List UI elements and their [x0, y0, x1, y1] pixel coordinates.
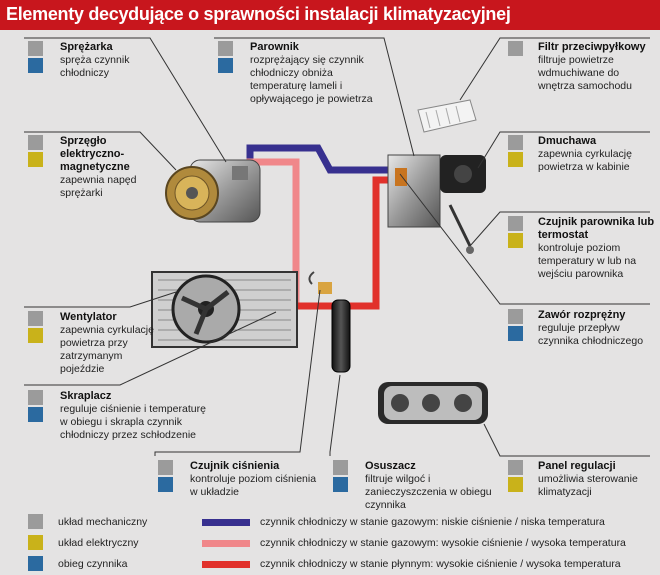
leader-zawor	[399, 173, 650, 305]
legend-gas-high: czynnik chłodniczy w stanie gazowym: wys…	[260, 537, 626, 549]
legend-gas-high-line	[202, 540, 250, 547]
legend-liquid-high-line	[202, 561, 250, 568]
refrigerant-swatch-icon	[28, 58, 43, 73]
label-parownik: Parownik	[250, 41, 299, 53]
leader-wentylator	[24, 291, 177, 308]
label-filtr: Filtr przeciwpyłkowy	[538, 41, 646, 53]
desc-panel: umożliwia sterowanie klimatyzacji	[538, 473, 638, 498]
label-skraplacz: Skraplacz	[60, 390, 112, 402]
leader-sprzeglo	[24, 131, 177, 171]
callout-sprezarka: Sprężarka spręża czynnik chłodniczy	[60, 41, 155, 80]
refrigerant-swatch-icon	[218, 58, 233, 73]
mechanical-swatch-icon	[333, 460, 348, 475]
callout-zawor: Zawór rozprężny reguluje przepływ czynni…	[538, 309, 656, 348]
legend-gas-low: czynnik chłodniczy w stanie gazowym: nis…	[260, 516, 605, 528]
callout-osuszacz: Osuszacz filtruje wilgoć i zanieczyszcze…	[365, 460, 495, 512]
leader-filtr	[459, 37, 650, 101]
mechanical-swatch-icon	[28, 135, 43, 150]
legend-gas-low-line	[202, 519, 250, 526]
mechanical-swatch-icon	[28, 311, 43, 326]
mechanical-swatch-icon	[508, 309, 523, 324]
callout-czujnik-cisnienia: Czujnik ciśnienia kontroluje poziom ciśn…	[190, 460, 320, 499]
desc-sprezarka: spręża czynnik chłodniczy	[60, 54, 130, 79]
legend-mechanical-swatch-icon	[28, 514, 43, 529]
desc-parownik: rozprężający się czynnik chłodniczy obni…	[250, 54, 373, 105]
mechanical-swatch-icon	[508, 41, 523, 56]
leader-czujnik-parownika	[469, 211, 650, 247]
legend-electrical-swatch-icon	[28, 535, 43, 550]
desc-wentylator: zapewnia cyrkulację powietrza przy zatrz…	[60, 324, 154, 375]
desc-filtr: filtruje powietrze wdmuchiwane do wnętrz…	[538, 54, 632, 92]
label-wentylator: Wentylator	[60, 311, 117, 323]
legend-mechanical: układ mechaniczny	[58, 516, 148, 528]
condenser-illustration	[151, 271, 298, 348]
callout-sprzeglo: Sprzęgło elektryczno-magnetyczne zapewni…	[60, 135, 155, 200]
label-czujnik-cisnienia: Czujnik ciśnienia	[190, 460, 280, 472]
leader-czujnik-cisnienia	[154, 289, 321, 456]
electrical-swatch-icon	[508, 152, 523, 167]
desc-sprzeglo: zapewnia napęd sprężarki	[60, 174, 137, 199]
label-czujnik-parownika: Czujnik parownika lub termostat	[538, 216, 655, 241]
mechanical-swatch-icon	[218, 41, 233, 56]
label-panel: Panel regulacji	[538, 460, 616, 472]
mechanical-swatch-icon	[508, 460, 523, 475]
dryer-illustration	[331, 299, 351, 373]
desc-osuszacz: filtruje wilgoć i zanieczyszczenia w obi…	[365, 473, 492, 511]
leader-osuszacz	[329, 374, 341, 456]
electrical-swatch-icon	[508, 477, 523, 492]
label-zawor: Zawór rozprężny	[538, 309, 626, 321]
callout-wentylator: Wentylator zapewnia cyrkulację powietrza…	[60, 311, 165, 376]
electrical-swatch-icon	[508, 233, 523, 248]
callout-skraplacz: Skraplacz reguluje ciśnienie i temperatu…	[60, 390, 210, 442]
title-bar: Elementy decydujące o sprawności instala…	[0, 0, 660, 30]
page-title: Elementy decydujące o sprawności instala…	[6, 4, 511, 24]
pipe-gas-low	[246, 144, 390, 174]
legend-electrical: układ elektryczny	[58, 537, 139, 549]
leader-parownik	[214, 37, 415, 157]
callout-filtr: Filtr przeciwpyłkowy filtruje powietrze …	[538, 41, 656, 93]
mechanical-swatch-icon	[158, 460, 173, 475]
compressor-illustration	[165, 159, 261, 223]
refrigerant-swatch-icon	[158, 477, 173, 492]
label-dmuchawa: Dmuchawa	[538, 135, 597, 147]
leader-panel	[483, 423, 650, 457]
desc-dmuchawa: zapewnia cyrkulację powietrza w kabinie	[538, 148, 632, 173]
desc-czujnik-parownika: kontroluje poziom temperatury w lub na w…	[538, 242, 637, 280]
leader-skraplacz	[24, 311, 277, 386]
filter-illustration	[417, 99, 477, 133]
label-osuszacz: Osuszacz	[365, 460, 416, 472]
pipe-liquid-high	[296, 176, 400, 310]
refrigerant-swatch-icon	[508, 326, 523, 341]
control-panel-illustration	[378, 382, 488, 424]
mechanical-swatch-icon	[508, 135, 523, 150]
evaporator-illustration	[387, 154, 486, 254]
leader-dmuchawa	[477, 131, 650, 169]
electrical-swatch-icon	[28, 152, 43, 167]
desc-skraplacz: reguluje ciśnienie i temperaturę w obieg…	[60, 403, 206, 441]
callout-parownik: Parownik rozprężający się czynnik chłodn…	[250, 41, 380, 106]
callout-dmuchawa: Dmuchawa zapewnia cyrkulację powietrza w…	[538, 135, 656, 174]
refrigerant-swatch-icon	[333, 477, 348, 492]
callout-panel: Panel regulacji umożliwia sterowanie kli…	[538, 460, 656, 499]
desc-czujnik-cisnienia: kontroluje poziom ciśnienia w układzie	[190, 473, 317, 498]
desc-zawor: reguluje przepływ czynnika chłodniczego	[538, 322, 644, 347]
mechanical-swatch-icon	[508, 216, 523, 231]
callout-czujnik-parownika: Czujnik parownika lub termostat kontrolu…	[538, 216, 656, 281]
label-sprzeglo: Sprzęgło elektryczno-magnetyczne	[60, 135, 130, 173]
refrigerant-swatch-icon	[28, 407, 43, 422]
leader-sprezarka	[24, 37, 227, 163]
legend-refrigerant: obieg czynnika	[58, 558, 128, 570]
mechanical-swatch-icon	[28, 41, 43, 56]
pressure-sensor-illustration	[308, 271, 332, 294]
mechanical-swatch-icon	[28, 390, 43, 405]
electrical-swatch-icon	[28, 328, 43, 343]
legend-refrigerant-swatch-icon	[28, 556, 43, 571]
legend-liquid-high: czynnik chłodniczy w stanie płynnym: wys…	[260, 558, 621, 570]
label-sprezarka: Sprężarka	[60, 41, 113, 53]
